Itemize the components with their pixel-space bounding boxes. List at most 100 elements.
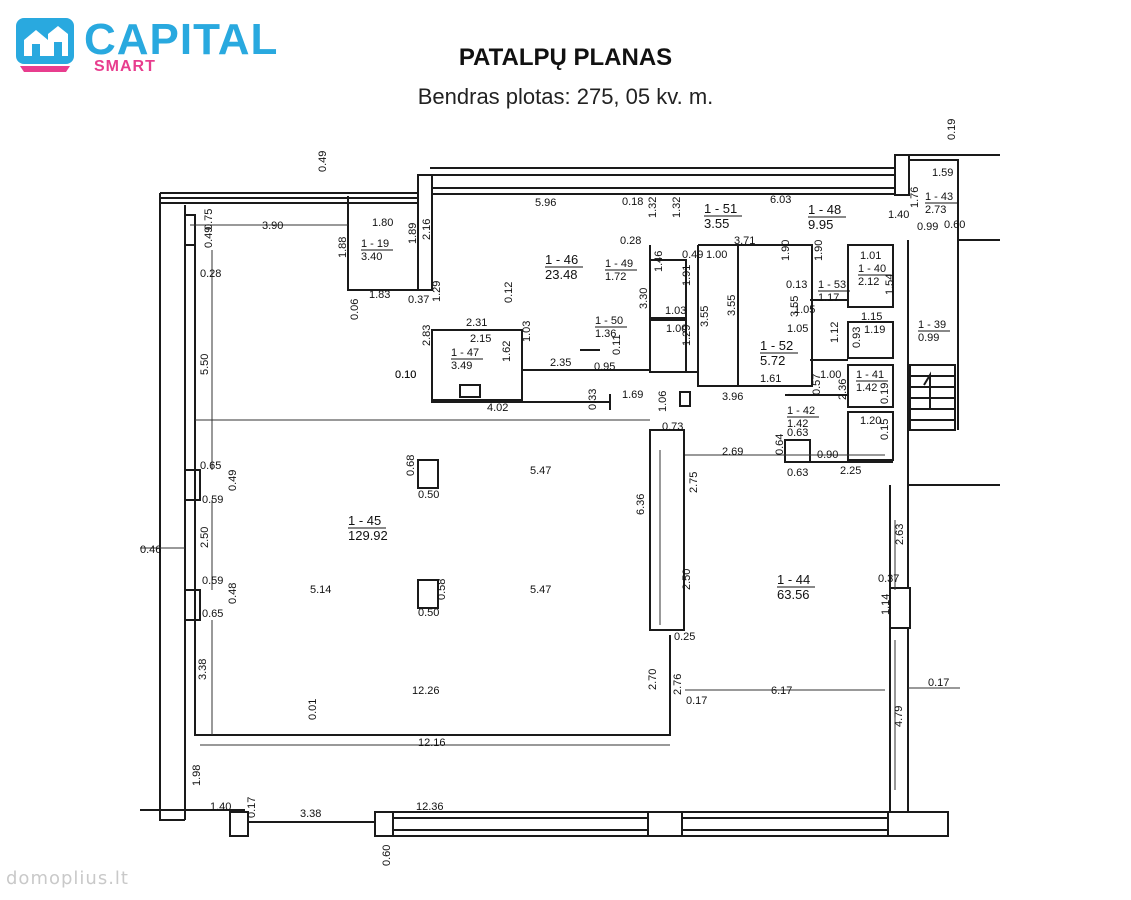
- dimension-label: 0.33: [587, 389, 599, 410]
- dimension-label: 2.15: [470, 333, 491, 345]
- dimension-label: 1.62: [501, 341, 513, 362]
- dimension-label: 3.38: [300, 808, 321, 820]
- dimension-label: 1.20: [860, 415, 881, 427]
- dimension-label: 3.38: [197, 659, 209, 680]
- dimension-label: 5.50: [199, 354, 211, 375]
- brand-tagline: SMART: [94, 58, 156, 75]
- dimension-label: 3.55: [789, 296, 801, 317]
- staircase: [909, 364, 956, 431]
- dimension-label: 0.37: [408, 294, 429, 306]
- plan-walls: [140, 154, 1000, 837]
- dimension-label: 0.49: [227, 470, 239, 491]
- room-id-label: 1 - 44: [777, 572, 810, 587]
- dimension-label: 0.60: [944, 219, 965, 231]
- dimension-label: 0.10: [395, 369, 416, 381]
- dimension-label: 1.91: [681, 265, 693, 286]
- dimension-label: 1.88: [337, 237, 349, 258]
- dimension-label: 0.50: [418, 489, 439, 501]
- dimension-label: 1.40: [210, 801, 231, 813]
- dimension-label: 1.03: [521, 321, 533, 342]
- room-id-label: 1 - 43: [925, 191, 953, 203]
- dimension-label: 2.83: [421, 325, 433, 346]
- dimension-label: 1.05: [787, 323, 808, 335]
- dimension-label: 1.98: [191, 765, 203, 786]
- dimension-label: 2.16: [421, 219, 433, 240]
- dimension-label: 0.93: [851, 327, 863, 348]
- dimension-label: 0.65: [200, 460, 221, 472]
- room-id-label: 1 - 51: [704, 201, 737, 216]
- room-area-label: 129.92: [348, 528, 388, 543]
- room-area-label: 1.42: [856, 382, 877, 394]
- dimension-label: 1.00: [820, 369, 841, 381]
- dimension-label: 6.36: [635, 494, 647, 515]
- dimension-label: 0.13: [786, 279, 807, 291]
- dimension-label: 0.58: [436, 579, 448, 600]
- dimension-label: 0.25: [674, 631, 695, 643]
- dimension-label: 1.12: [829, 322, 841, 343]
- dimension-label: 1.54: [884, 274, 896, 295]
- total-area-subtitle: Bendras plotas: 275, 05 kv. m.: [417, 84, 714, 109]
- dimension-label: 1.29: [431, 281, 443, 302]
- room-id-label: 1 - 39: [918, 319, 946, 331]
- dimension-label: 0.49: [203, 227, 215, 248]
- dimension-label: 1.69: [622, 389, 643, 401]
- dimension-label: 1.80: [372, 217, 393, 229]
- house-logo-icon: [16, 18, 74, 72]
- room-id-label: 1 - 50: [595, 315, 623, 327]
- dimension-label: 4.79: [893, 706, 905, 727]
- room-id-label: 1 - 41: [856, 369, 884, 381]
- dimension-label: 5.96: [535, 197, 556, 209]
- dimension-label: 2.69: [722, 446, 743, 458]
- dimension-label: 12.26: [412, 685, 440, 697]
- room-area-label: 1.36: [595, 328, 616, 340]
- room-id-label: 1 - 53: [818, 279, 846, 291]
- room-area-label: 3.55: [704, 216, 729, 231]
- dimension-label: 0.63: [787, 467, 808, 479]
- dimension-label: 0.64: [774, 434, 786, 455]
- dimension-label: 0.15: [879, 419, 891, 440]
- dimension-label: 0.19: [879, 383, 891, 404]
- dimension-label: 1.06: [657, 391, 669, 412]
- dimension-label: 0.68: [405, 455, 417, 476]
- dimension-label: 1.89: [407, 223, 419, 244]
- dimension-label: 1.29: [681, 325, 693, 346]
- room-area-label: 3.40: [361, 251, 382, 263]
- dimension-label: 2.31: [466, 317, 487, 329]
- dimension-label: 12.36: [416, 801, 444, 813]
- dimension-label: 12.16: [418, 737, 446, 749]
- dimension-lines: [140, 224, 960, 790]
- dimension-label: 1.32: [671, 197, 683, 218]
- dimension-label: 2.63: [894, 524, 906, 545]
- dimension-label: 1.05: [794, 304, 815, 316]
- dimension-label: 4.02: [487, 402, 508, 414]
- room-id-label: 1 - 45: [348, 513, 381, 528]
- dimension-label: 6.17: [771, 685, 792, 697]
- dimension-label: 0.57: [811, 374, 823, 395]
- dimension-label: 0.90: [817, 449, 838, 461]
- room-area-label: 3.49: [451, 360, 472, 372]
- dimension-label: 3.30: [638, 288, 650, 309]
- room-id-label: 1 - 48: [808, 202, 841, 217]
- dimension-label: 1.00: [706, 249, 727, 261]
- dimension-label: 0.01: [307, 699, 319, 720]
- room-area-label: 9.95: [808, 217, 833, 232]
- dimension-label: 0.73: [662, 421, 683, 433]
- dimension-label: 1.76: [909, 187, 921, 208]
- room-area-label: 63.56: [777, 587, 810, 602]
- dimension-label: 2.36: [837, 379, 849, 400]
- room-id-label: 1 - 47: [451, 347, 479, 359]
- dimension-label: 1.01: [860, 250, 881, 262]
- dimension-label: 0.19: [946, 119, 958, 140]
- dimension-label: 1.15: [861, 311, 882, 323]
- dimension-label: 3.55: [726, 295, 738, 316]
- dimension-label: 1.32: [647, 197, 659, 218]
- room-area-label: 1.42: [787, 418, 808, 430]
- dimension-label: 1.90: [780, 240, 792, 261]
- dimension-label: 0.18: [622, 196, 643, 208]
- room-area-label: 5.72: [760, 353, 785, 368]
- dimension-label: 1.40: [888, 209, 909, 221]
- room-id-label: 1 - 42: [787, 405, 815, 417]
- dimension-label: 0.06: [349, 299, 361, 320]
